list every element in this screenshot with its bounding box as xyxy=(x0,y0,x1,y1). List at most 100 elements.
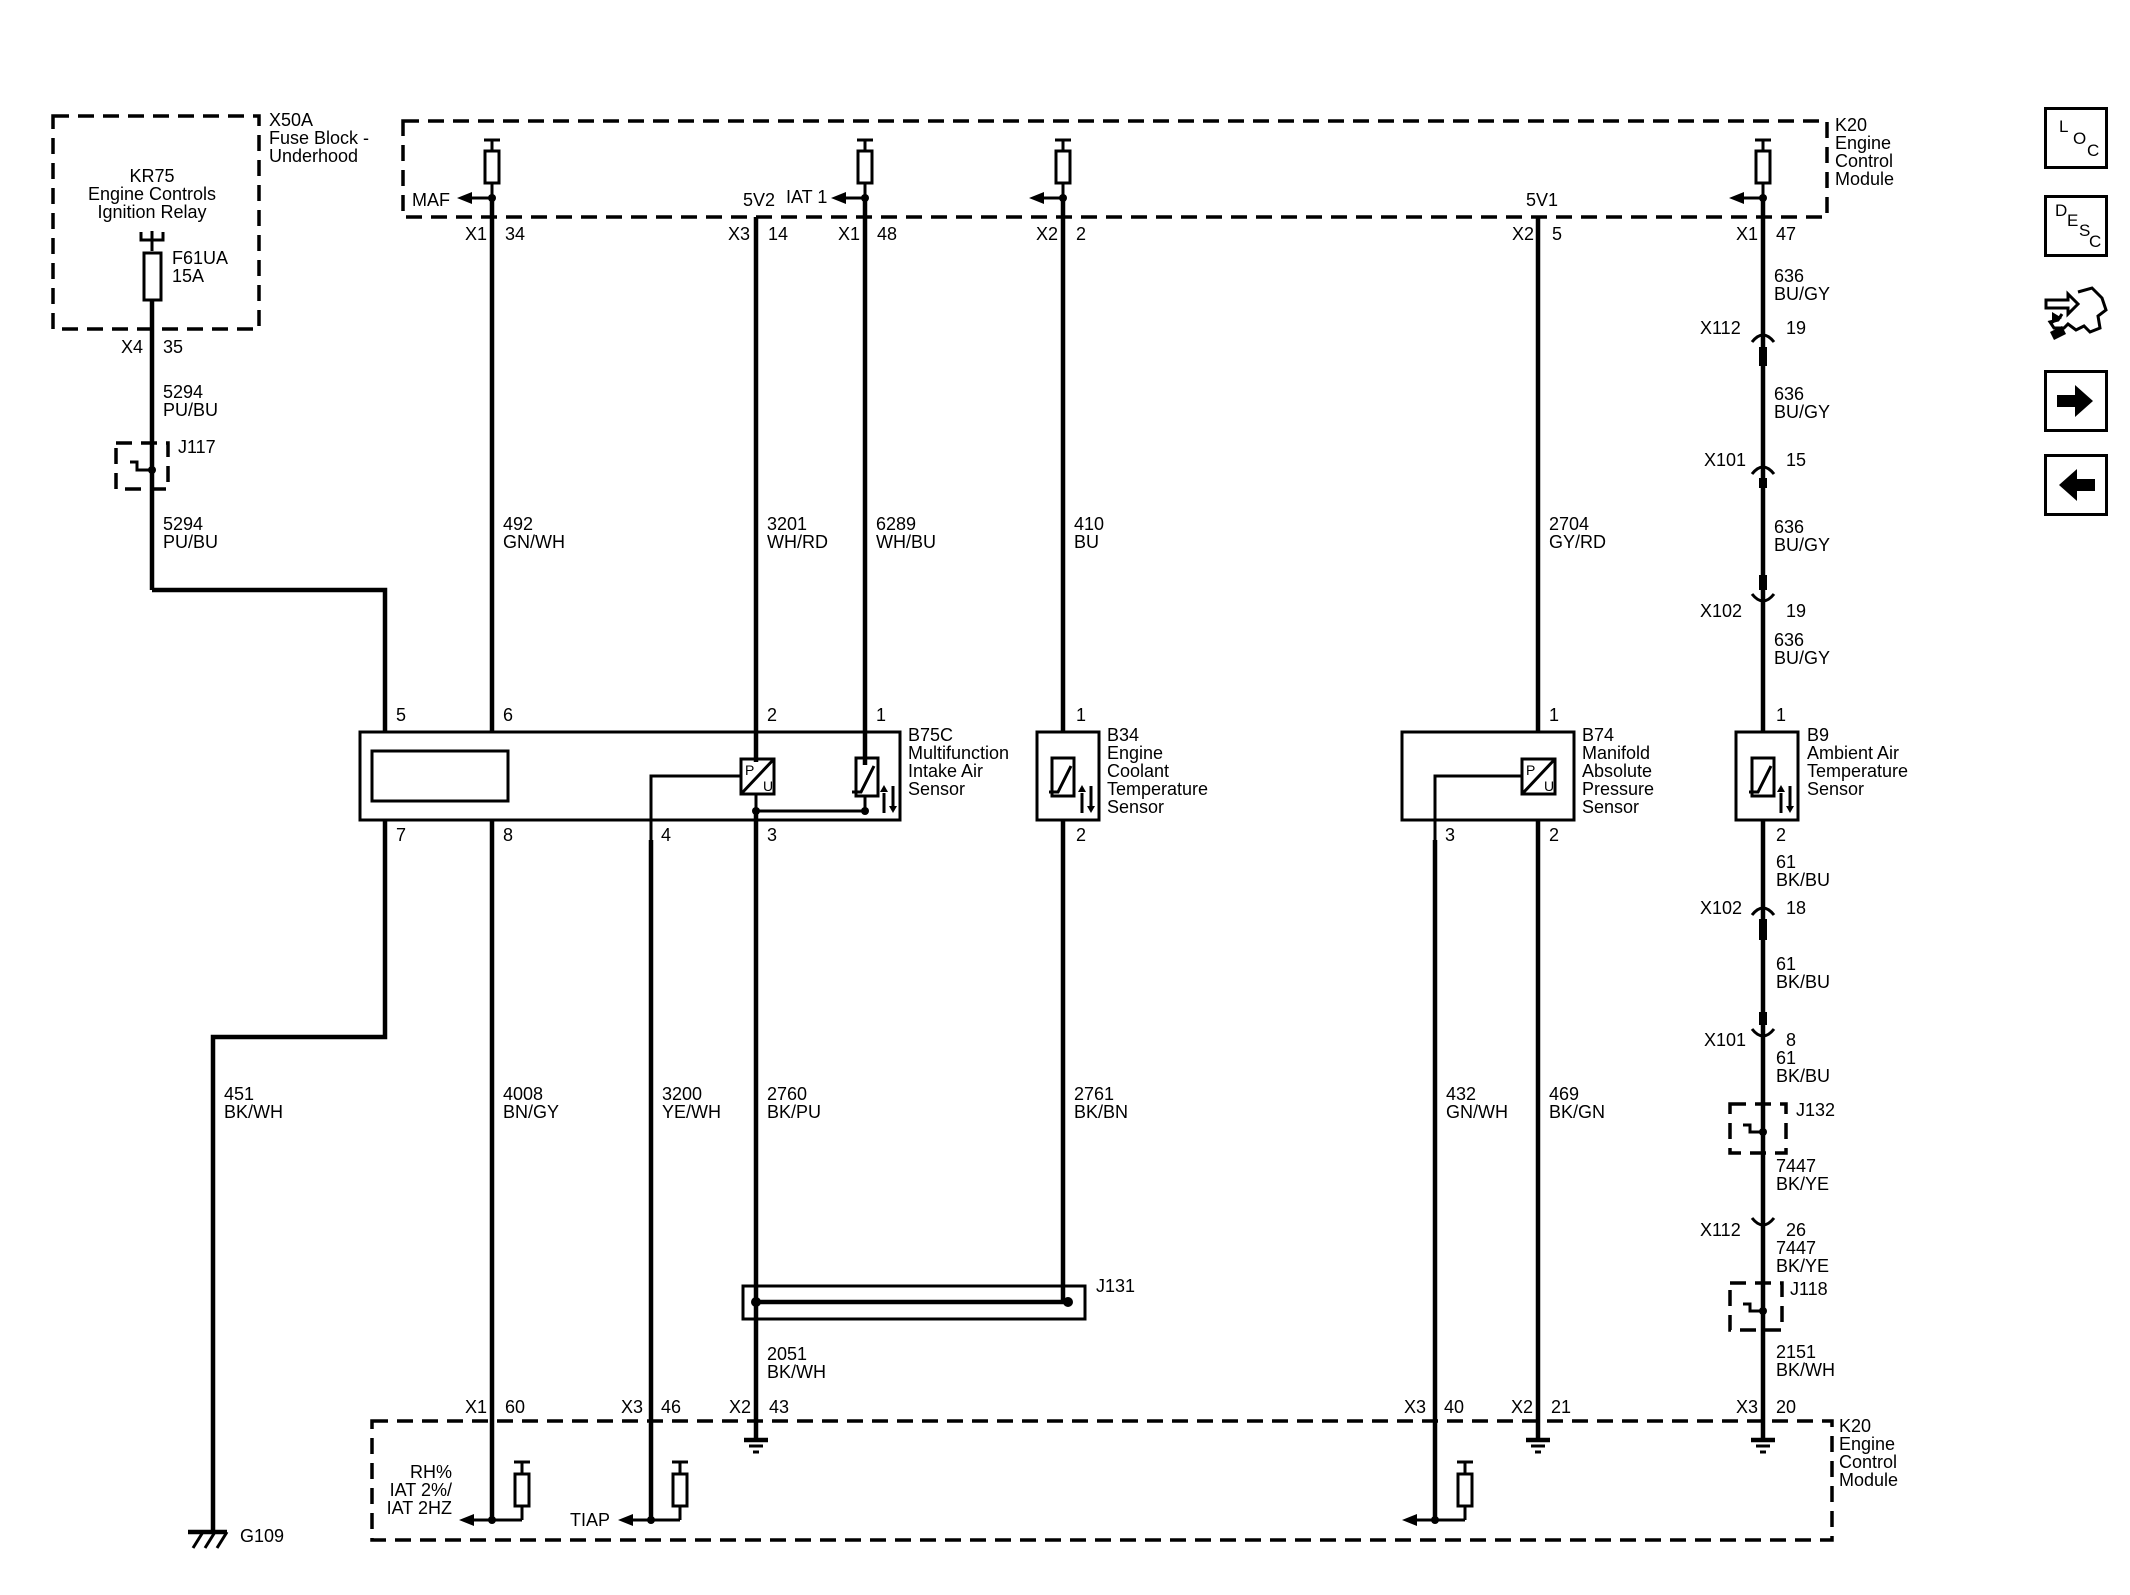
svg-text:X3: X3 xyxy=(1404,1397,1426,1417)
x112-26-conn: X112 xyxy=(1700,1220,1741,1240)
ground-g109 xyxy=(188,1529,229,1549)
k20-top-box xyxy=(401,119,1829,219)
svg-text:P: P xyxy=(745,762,754,778)
svg-text:Absolute: Absolute xyxy=(1582,761,1652,781)
b74-label: B74 Manifold Absolute Pressure Sensor xyxy=(1582,725,1654,817)
x102-19-conn: X102 xyxy=(1700,601,1742,621)
wire-61c-color: BK/BU xyxy=(1776,1066,1830,1086)
wire-636d-color: BU/GY xyxy=(1774,648,1830,668)
svg-text:X50A: X50A xyxy=(269,110,313,130)
j131-label: J131 xyxy=(1096,1276,1135,1296)
svg-text:7: 7 xyxy=(396,825,406,845)
wire-7447a-color: BK/YE xyxy=(1776,1174,1829,1194)
wire-2760-color: BK/PU xyxy=(767,1102,821,1122)
splice-j131 xyxy=(741,1284,1087,1321)
svg-text:Multifunction: Multifunction xyxy=(908,743,1009,763)
wire-3201-num: 3201 xyxy=(767,514,807,534)
svg-text:U: U xyxy=(763,778,773,794)
svg-text:Sensor: Sensor xyxy=(1582,797,1639,817)
svg-text:Engine: Engine xyxy=(1107,743,1163,763)
wire-2761-num: 2761 xyxy=(1074,1084,1114,1104)
relay-contact xyxy=(139,231,165,251)
b74-sensor: P U xyxy=(1400,730,1576,840)
wire-4008-color: BN/GY xyxy=(503,1102,559,1122)
wire-636d-num: 636 xyxy=(1774,630,1804,650)
wire-5294b-color: PU/BU xyxy=(163,532,218,552)
svg-text:X2: X2 xyxy=(1036,224,1058,244)
wire-2704-num: 2704 xyxy=(1549,514,1589,534)
x112-26-pin: 26 xyxy=(1786,1220,1806,1240)
svg-text:Temperature: Temperature xyxy=(1107,779,1208,799)
svg-text:4: 4 xyxy=(661,825,671,845)
svg-text:8: 8 xyxy=(503,825,513,845)
5v2-signal-label: 5V2 xyxy=(743,190,775,210)
desc-letter-e: E xyxy=(2067,211,2079,230)
b74-pin-3: 3 xyxy=(1445,825,1455,845)
svg-text:X2: X2 xyxy=(1512,224,1534,244)
svg-text:Intake Air: Intake Air xyxy=(908,761,983,781)
wire-7447b-color: BK/YE xyxy=(1776,1256,1829,1276)
loc-letter-l: L xyxy=(2059,117,2069,136)
iat1-signal-label: IAT 1 xyxy=(786,187,827,207)
wire-6289-color: WH/BU xyxy=(876,532,936,552)
wire-61a-color: BK/BU xyxy=(1776,870,1830,890)
svg-text:X2: X2 xyxy=(729,1397,751,1417)
rh-signal-label: RH% IAT 2%/ IAT 2HZ xyxy=(387,1462,452,1518)
connector-tool-button[interactable] xyxy=(2040,280,2112,350)
svg-text:X1: X1 xyxy=(465,1397,487,1417)
right-top-connectors xyxy=(1750,333,1776,603)
f61ua-label: F61UA 15A xyxy=(172,248,228,286)
svg-text:Ignition Relay: Ignition Relay xyxy=(97,202,206,222)
svg-text:60: 60 xyxy=(505,1397,525,1417)
svg-text:47: 47 xyxy=(1776,224,1796,244)
svg-text:K20: K20 xyxy=(1835,115,1867,135)
next-page-button[interactable] xyxy=(2044,370,2108,432)
wire-636a-num: 636 xyxy=(1774,266,1804,286)
wire-61b-color: BK/BU xyxy=(1776,972,1830,992)
connector-tool-icon xyxy=(2044,286,2108,340)
b75c-sensor: P U xyxy=(358,730,902,840)
k20-bottom-box xyxy=(370,1419,1834,1542)
b9-pin-1: 1 xyxy=(1776,705,1786,725)
svg-text:B34: B34 xyxy=(1107,725,1139,745)
wire-492-num: 492 xyxy=(503,514,533,534)
svg-text:Engine: Engine xyxy=(1839,1434,1895,1454)
x4-conn-label: X4 xyxy=(121,337,143,357)
b34-pin-2: 2 xyxy=(1076,825,1086,845)
svg-text:X3: X3 xyxy=(621,1397,643,1417)
wire-451-color: BK/WH xyxy=(224,1102,283,1122)
tiap-signal-label: TIAP xyxy=(570,1510,610,1530)
svg-text:F61UA: F61UA xyxy=(172,248,228,268)
svg-text:6: 6 xyxy=(503,705,513,725)
wire-636b-num: 636 xyxy=(1774,384,1804,404)
wire-3200-num: 3200 xyxy=(662,1084,702,1104)
wire-410-color: BU xyxy=(1074,532,1099,552)
svg-text:X3: X3 xyxy=(1736,1397,1758,1417)
desc-button[interactable]: D E S C xyxy=(2044,195,2108,257)
wire-2051-num: 2051 xyxy=(767,1344,807,1364)
x102-18-conn: X102 xyxy=(1700,898,1742,918)
svg-text:P: P xyxy=(1526,762,1535,778)
svg-text:Fuse Block -: Fuse Block - xyxy=(269,128,369,148)
wire-5294a-color: PU/BU xyxy=(163,400,218,420)
j117-label: J117 xyxy=(178,437,216,457)
b74-pin-1: 1 xyxy=(1549,705,1559,725)
svg-text:34: 34 xyxy=(505,224,525,244)
svg-text:RH%: RH% xyxy=(410,1462,452,1482)
loc-button[interactable]: L O C xyxy=(2044,107,2108,169)
svg-text:Temperature: Temperature xyxy=(1807,761,1908,781)
svg-text:Sensor: Sensor xyxy=(1107,797,1164,817)
svg-text:Control: Control xyxy=(1839,1452,1897,1472)
wire-636a-color: BU/GY xyxy=(1774,284,1830,304)
svg-text:X3: X3 xyxy=(728,224,750,244)
j118-label: J118 xyxy=(1790,1279,1828,1299)
svg-text:Underhood: Underhood xyxy=(269,146,358,166)
k20-bottom-label: K20 Engine Control Module xyxy=(1839,1416,1898,1490)
svg-text:46: 46 xyxy=(661,1397,681,1417)
b74-pin-2: 2 xyxy=(1549,825,1559,845)
svg-text:B74: B74 xyxy=(1582,725,1614,745)
previous-page-button[interactable] xyxy=(2044,454,2108,516)
svg-text:Pressure: Pressure xyxy=(1582,779,1654,799)
